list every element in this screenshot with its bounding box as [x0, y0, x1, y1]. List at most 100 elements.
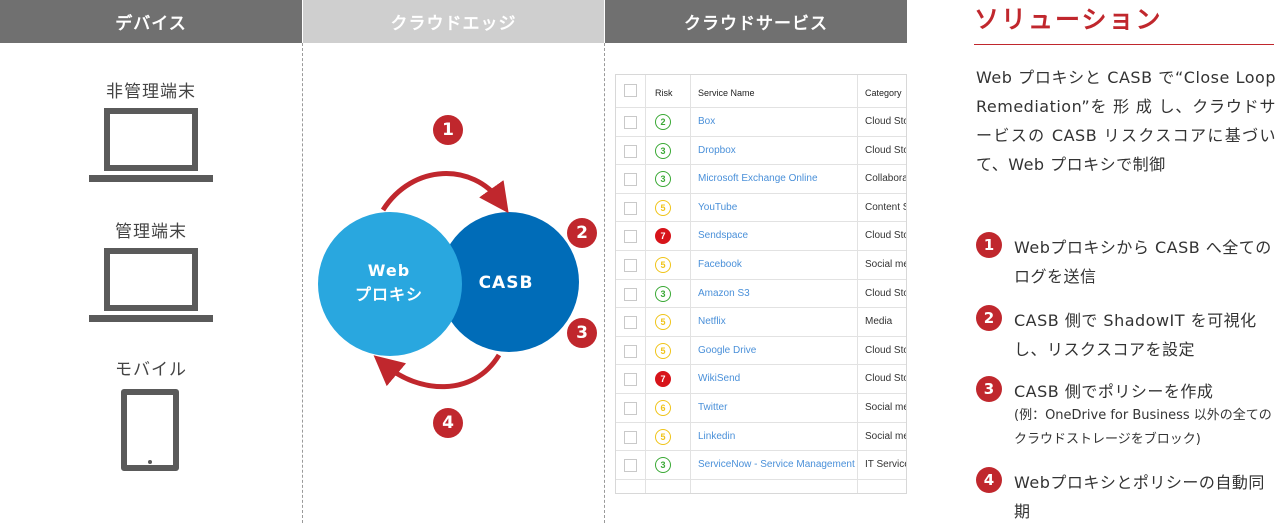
row-checkbox[interactable]	[624, 144, 637, 158]
step-text: CASB 側でポリシーを作成	[1014, 382, 1214, 401]
service-name-link[interactable]: Box	[698, 116, 716, 127]
risk-score-badge: 7	[655, 228, 671, 245]
table-row[interactable]: 3 Dropbox Cloud Sto	[616, 137, 907, 166]
service-name-link[interactable]: Twitter	[698, 402, 728, 413]
risk-score-badge: 5	[655, 342, 671, 359]
service-category: Cloud Sto	[865, 287, 907, 299]
service-category: Cloud Sto	[865, 144, 907, 156]
risk-score-badge: 2	[655, 114, 671, 130]
service-category: Media	[865, 316, 893, 328]
title-underline	[974, 44, 1274, 45]
risk-score-badge: 3	[655, 171, 671, 188]
table-row[interactable]: 2 Box Cloud Sto	[616, 108, 907, 137]
row-checkbox[interactable]	[624, 230, 637, 244]
table-row[interactable]: 3 Amazon S3 Cloud Sto	[616, 280, 907, 309]
device-label-mobile: モバイル	[115, 360, 187, 380]
casb-circle	[439, 212, 579, 352]
service-category: Collabora	[865, 173, 907, 185]
step-badge-3: 3	[567, 318, 597, 348]
service-name-link[interactable]: Microsoft Exchange Online	[698, 173, 818, 185]
service-category: Cloud Sto	[865, 116, 907, 127]
risk-score-badge: 3	[655, 142, 671, 159]
service-category: IT Service	[865, 459, 907, 471]
table-row[interactable]: 5 Linkedin Social me	[616, 423, 907, 452]
row-checkbox[interactable]	[624, 459, 637, 473]
row-checkbox[interactable]	[624, 316, 637, 330]
row-checkbox[interactable]	[624, 201, 637, 215]
table-header-row: Risk Service Name Category	[616, 75, 906, 108]
laptop-icon	[89, 248, 213, 322]
service-name-link[interactable]: Netflix	[698, 316, 726, 328]
risk-score-badge: 5	[655, 199, 671, 216]
table-row[interactable]: 5 Netflix Media	[616, 308, 906, 337]
table-row[interactable]: 6 Twitter Social me	[616, 394, 907, 423]
column-header-cloud-edge: クラウドエッジ	[303, 0, 604, 43]
step-badge-4: 4	[433, 408, 463, 438]
web-proxy-label: Web プロキシ	[354, 261, 423, 304]
service-name-link[interactable]: ServiceNow - Service Management	[698, 459, 855, 471]
step-badge-1: 1	[433, 115, 463, 145]
risk-score-badge: 7	[655, 371, 671, 388]
risk-score-badge: 6	[655, 400, 671, 416]
column-divider	[302, 43, 303, 523]
row-checkbox[interactable]	[624, 430, 637, 444]
row-checkbox[interactable]	[624, 259, 637, 272]
column-header-devices: デバイス	[0, 0, 302, 43]
select-all-checkbox[interactable]	[624, 84, 637, 97]
arrow-top	[380, 171, 509, 214]
service-name-link[interactable]: WikiSend	[698, 373, 741, 385]
service-category: Social me	[865, 402, 907, 413]
header-category: Category	[865, 88, 902, 98]
arrow-bottom	[373, 353, 502, 390]
step-number: 1	[976, 232, 1002, 258]
laptop-icon	[89, 108, 213, 182]
row-checkbox[interactable]	[624, 287, 637, 301]
header-risk: Risk	[655, 88, 673, 98]
service-name-link[interactable]: Dropbox	[698, 144, 736, 156]
step-badge-2: 2	[567, 218, 597, 248]
service-name-link[interactable]: YouTube	[698, 201, 738, 213]
tablet-icon	[121, 389, 179, 471]
step-number: 2	[976, 305, 1002, 331]
risk-score-badge: 3	[655, 285, 671, 302]
service-name-link[interactable]: Sendspace	[698, 230, 749, 242]
service-category: Social me	[865, 430, 907, 442]
service-category: Cloud Sto	[865, 230, 907, 242]
row-checkbox[interactable]	[624, 402, 637, 415]
web-proxy-circle	[318, 212, 462, 356]
header-service-name: Service Name	[698, 88, 755, 98]
step-number: 3	[976, 376, 1002, 402]
service-category: Social me	[865, 259, 907, 270]
risk-score-badge: 5	[655, 428, 671, 445]
table-row[interactable]: 7 WikiSend Cloud Sto	[616, 365, 907, 394]
step-number: 4	[976, 467, 1002, 493]
risk-score-badge: 5	[655, 314, 671, 331]
service-name-link[interactable]: Amazon S3	[698, 287, 750, 299]
step-text: Webプロキシから CASB へ全てのログを送信	[1014, 238, 1272, 286]
row-checkbox[interactable]	[624, 344, 637, 358]
risk-score-badge: 3	[655, 457, 671, 474]
table-row[interactable]: 7 Sendspace Cloud Sto	[616, 222, 907, 251]
device-label-unmanaged: 非管理端末	[106, 82, 196, 102]
solution-description: Web プロキシと CASB で“Close Loop Remediation”…	[976, 68, 1276, 174]
service-name-link[interactable]: Facebook	[698, 259, 742, 270]
casb-label: CASB	[478, 273, 534, 293]
row-checkbox[interactable]	[624, 116, 637, 129]
solution-title: ソリューション	[974, 5, 1163, 34]
table-row[interactable]: 3 Microsoft Exchange Online Collabora	[616, 165, 907, 194]
service-category: Cloud Sto	[865, 373, 907, 385]
service-name-link[interactable]: Linkedin	[698, 430, 736, 442]
table-row[interactable]: 5 YouTube Content S	[616, 194, 907, 223]
service-category: Cloud Sto	[865, 344, 907, 356]
device-label-managed: 管理端末	[115, 222, 187, 242]
row-checkbox[interactable]	[624, 373, 637, 387]
step-text: CASB 側で ShadowIT を可視化し、リスクスコアを設定	[1014, 311, 1257, 359]
row-checkbox[interactable]	[624, 173, 637, 187]
service-category: Content S	[865, 201, 907, 213]
service-name-link[interactable]: Google Drive	[698, 344, 757, 356]
table-row[interactable]: 5 Google Drive Cloud Sto	[616, 337, 907, 366]
cycle-diagram	[318, 171, 579, 390]
table-row[interactable]: 3 ServiceNow - Service Management IT Servi…	[616, 451, 907, 480]
